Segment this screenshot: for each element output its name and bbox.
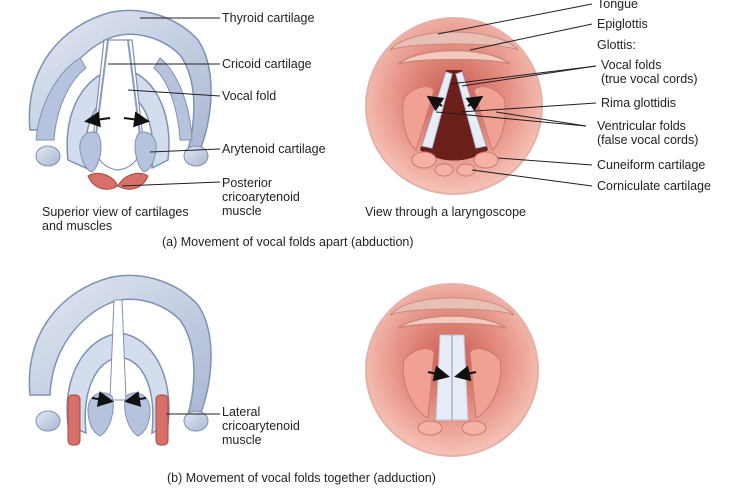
scope-arrow-right-b [454,365,477,382]
tongue-shape-b [389,297,515,316]
label-lateral-cricoarytenoid-muscle: Lateral cricoarytenoid muscle [222,405,300,447]
arytenoid-right [134,131,157,173]
posterior-cricoarytenoid-right [117,172,149,190]
ventricular-fold-left-b [402,348,435,419]
epiglottis-shape [397,49,511,65]
posterior-cricoarytenoid-left [87,172,119,190]
label-corniculate-cartilage: Corniculate cartilage [597,179,711,193]
caption-laryngoscope-view: View through a laryngoscope [365,205,526,219]
cartilage-view-adduction [28,274,212,446]
label-glottis: Glottis: [597,38,636,52]
label-epiglottis: Epiglottis [597,17,648,31]
panel-a-title: (a) Movement of vocal folds apart (abduc… [162,235,414,249]
thyroid-inner-left [35,57,87,141]
laryngoscope-view-abduction [365,17,543,195]
adduction-arrow-left [91,391,114,407]
cartilage-view-abduction [28,9,212,190]
ventricular-fold-right-b [469,348,502,419]
scope-arrow-left [426,95,445,112]
label-vocal-fold: Vocal fold [222,89,277,103]
adduction-arrow-right [124,391,147,407]
lateral-cricoarytenoid-right [155,394,169,446]
thyroid-inner-right [153,57,193,141]
arytenoid-left [79,131,102,173]
thyroid-horn-right [183,145,209,167]
label-posterior-cricoarytenoid-muscle: Posterior cricoarytenoid muscle [222,176,300,218]
label-rima-glottidis: Rima glottidis [601,96,677,110]
caption-superior-view: Superior view of cartilages and muscles [42,205,189,233]
thyroid-horn-right-b [183,410,209,432]
label-thyroid-cartilage: Thyroid cartilage [222,11,315,25]
tongue-shape [389,31,519,51]
thyroid-horn-left [35,145,61,167]
label-tongue: Tongue [597,0,639,11]
laryngoscope-view-adduction [365,283,539,457]
epiglottis-shape-b [397,315,507,329]
scope-arrow-right [465,95,484,112]
label-cricoid-cartilage: Cricoid cartilage [222,57,312,71]
cuneiform-tubercle-left [411,151,437,169]
scope-arrow-left-b [427,365,450,382]
tubercle-left-b [417,420,443,436]
rima-glottidis-opening [420,70,488,161]
panel-b-title: (b) Movement of vocal folds together (ad… [167,471,436,485]
tubercle-right-b [461,420,487,436]
abduction-arrow-left [84,111,111,128]
label-vocal-folds-true: Vocal folds (true vocal cords) [601,58,698,86]
label-arytenoid-cartilage: Arytenoid cartilage [222,142,326,156]
leader-lines [108,3,597,415]
abduction-arrow-right [123,111,150,128]
corniculate-tubercle-left [434,163,454,177]
closed-glottis [109,299,127,401]
thyroid-horn-left-b [35,410,61,432]
lateral-cricoarytenoid-left [67,394,81,446]
label-cuneiform-cartilage: Cuneiform cartilage [597,158,706,172]
cuneiform-tubercle-right [473,151,499,169]
ventricular-fold-left [402,86,435,151]
label-ventricular-folds: Ventricular folds (false vocal cords) [597,119,699,147]
